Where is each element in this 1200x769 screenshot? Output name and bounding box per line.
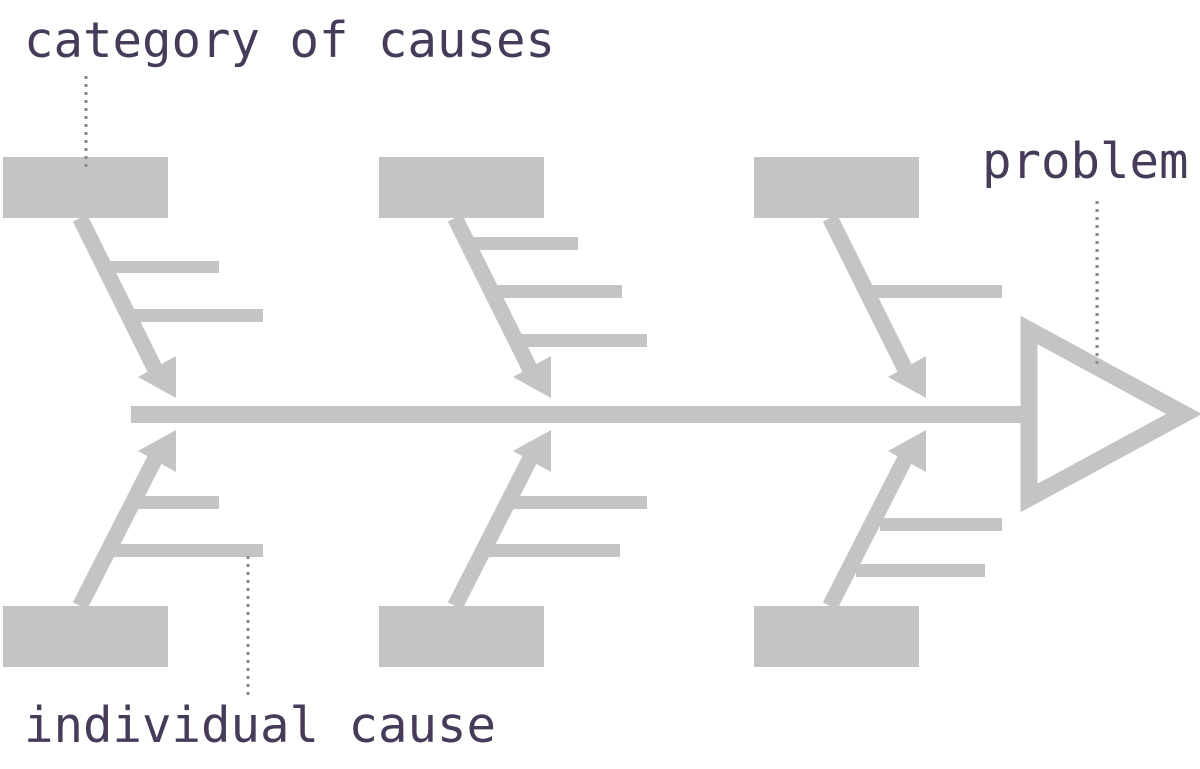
cause-line-top-2c [511,334,647,347]
arrowhead-top-3 [888,356,926,398]
bottom-branch-1 [3,430,263,667]
category-box-bottom-2 [379,606,544,667]
arrowhead-top-1 [138,356,176,398]
category-box-top-2 [379,157,544,218]
label-individual-cause: individual cause [24,697,496,754]
category-box-top-1 [3,157,168,218]
arrowhead-top-2 [513,356,551,398]
cause-line-top-2b [487,285,622,298]
branch-bone-top-1 [72,214,166,379]
branch-bone-bottom-2 [447,449,541,610]
top-branch-2 [379,157,647,398]
cause-line-top-1a [110,261,219,273]
bottom-branch-3 [754,430,1002,667]
problem-head [1020,315,1200,513]
category-box-top-3 [754,157,919,218]
branch-bone-bottom-3 [822,449,916,610]
cause-line-bottom-2a [511,496,647,509]
cause-line-bottom-2b [487,544,620,557]
arrowhead-bottom-1 [138,430,176,472]
category-box-bottom-1 [3,606,168,667]
cause-line-bottom-3a [880,518,1002,531]
label-category-of-causes: category of causes [24,12,555,69]
label-problem: problem [982,133,1189,190]
category-box-bottom-3 [754,606,919,667]
cause-line-bottom-1a [136,496,219,509]
arrowhead-bottom-3 [888,430,926,472]
top-branch-1 [3,157,263,398]
cause-line-top-3a [866,285,1002,298]
arrowhead-bottom-2 [513,430,551,472]
cause-line-top-2a [463,237,578,250]
main-spine [131,406,1028,423]
bottom-branch-2 [379,430,647,667]
cause-line-bottom-3b [856,564,985,577]
branch-bone-bottom-1 [72,449,166,610]
cause-line-top-1b [134,309,263,322]
top-branch-3 [754,157,1002,398]
cause-line-bottom-1b [112,544,263,557]
